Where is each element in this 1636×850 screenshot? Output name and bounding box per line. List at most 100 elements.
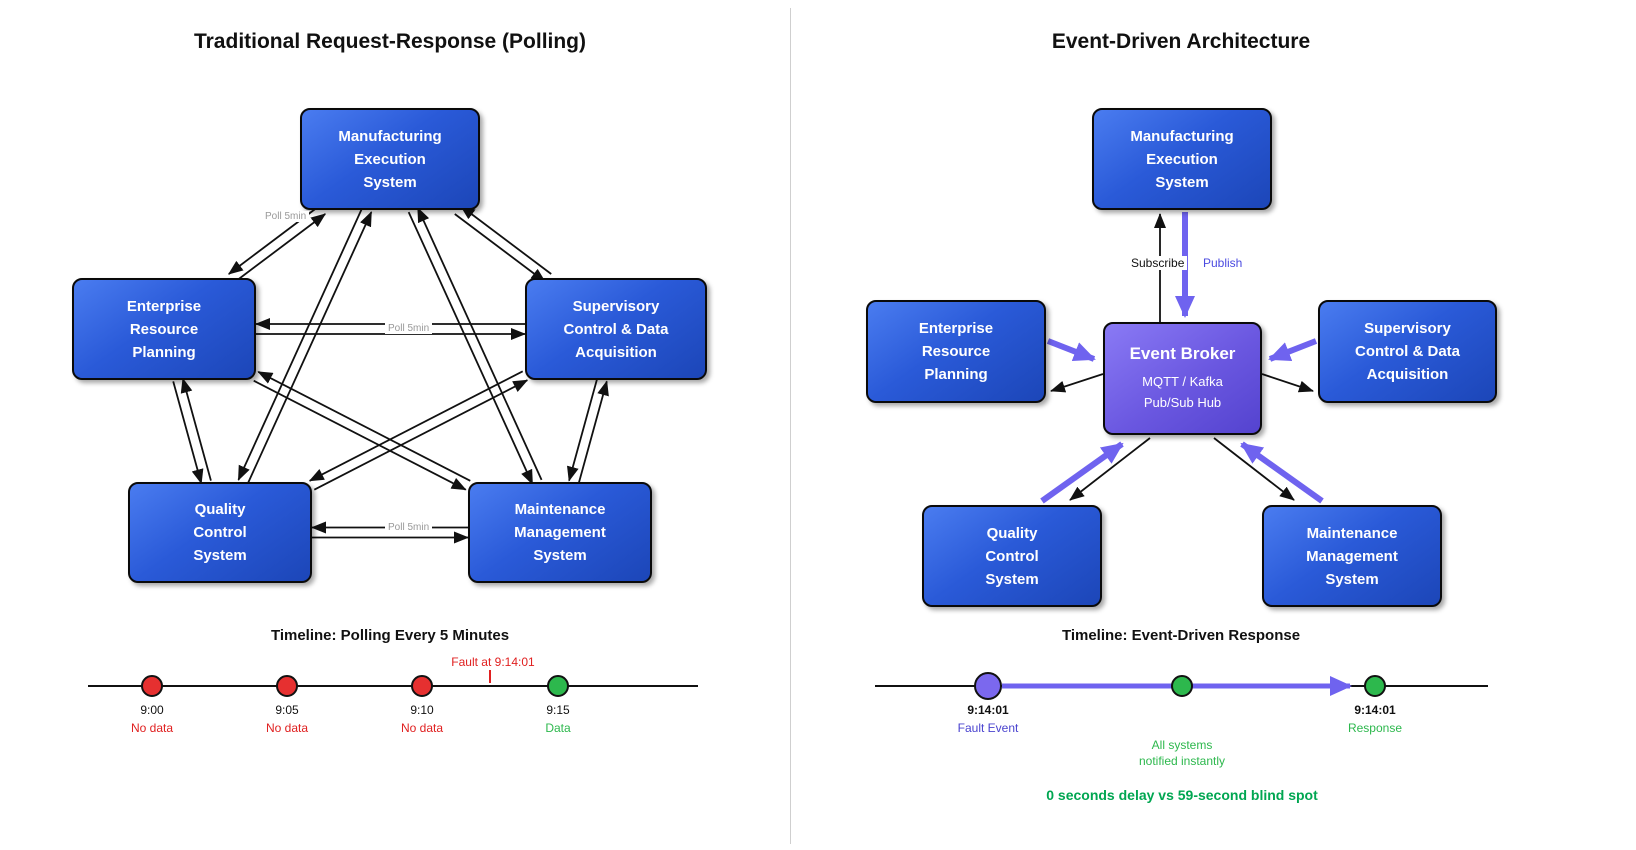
poll-arrow xyxy=(313,379,529,491)
right-panel-title: Event-Driven Architecture xyxy=(1051,30,1311,53)
node-event-broker: Event Broker MQTT / Kafka Pub/Sub Hub xyxy=(1103,322,1262,435)
node-label-line: System xyxy=(193,547,247,564)
node-label-line: System xyxy=(1155,173,1209,191)
broker-subtitle: MQTT / Kafka xyxy=(1142,374,1223,389)
event-timeline-title: Timeline: Event-Driven Response xyxy=(1061,627,1301,644)
poll-arrow xyxy=(253,379,467,491)
node-label-line: Acquisition xyxy=(1366,366,1449,383)
comparison-summary: 0 seconds delay vs 59-second blind spot xyxy=(1046,787,1318,803)
poll-arrow xyxy=(460,205,552,275)
node-label-line: Supervisory xyxy=(1364,320,1451,337)
polling-timeline-title: Timeline: Polling Every 5 Minutes xyxy=(270,627,510,644)
node-mms-left: Maintenance Management System xyxy=(468,482,652,583)
timeline-status: Response xyxy=(1347,721,1403,735)
timeline-dot-900 xyxy=(141,675,163,697)
node-qcs-left: Quality Control System xyxy=(128,482,312,583)
poll-interval-label: Poll 5min xyxy=(262,211,310,222)
broker-title: Event Broker xyxy=(1129,344,1236,363)
node-label-line: Supervisory xyxy=(572,297,660,315)
timeline-time: 9:15 xyxy=(546,703,570,717)
node-label-line: Control xyxy=(985,547,1039,565)
publish-arrow-qcs xyxy=(1040,441,1124,504)
publish-label: Publish xyxy=(1200,256,1246,270)
timeline-dot-910 xyxy=(411,675,433,697)
node-label-line: Execution xyxy=(354,150,426,168)
timeline-time: 9:05 xyxy=(275,703,299,717)
poll-interval-label: Poll 5min xyxy=(385,522,433,533)
node-label-line: Control & Data xyxy=(563,320,669,338)
notify-note-line2: notified instantly xyxy=(1138,754,1226,768)
polling-timeline-graphics xyxy=(88,670,698,687)
poll-arrow xyxy=(416,207,543,481)
publish-arrow-erp xyxy=(1046,338,1096,362)
node-label-line: Manufacturing xyxy=(338,127,442,145)
publish-arrow-mms xyxy=(1240,441,1324,504)
node-erp-right: Enterprise Resource Planning xyxy=(866,300,1046,403)
node-label-line: System xyxy=(363,173,417,191)
notify-note-line1: All systems xyxy=(1151,738,1213,752)
node-label-line: Management xyxy=(514,524,606,541)
timeline-dot-905 xyxy=(276,675,298,697)
node-label-line: Maintenance xyxy=(1306,524,1398,542)
fault-annotation: Fault at 9:14:01 xyxy=(451,655,535,669)
node-mes-right: Manufacturing Execution System xyxy=(1092,108,1272,210)
node-label-line: Control xyxy=(193,524,247,541)
node-label-line: Resource xyxy=(921,343,991,360)
node-label-line: Management xyxy=(1306,547,1398,565)
poll-arrow xyxy=(246,211,373,485)
subscribe-arrow-erp xyxy=(1050,373,1104,393)
poll-arrow xyxy=(407,211,534,485)
timeline-time: 9:14:01 xyxy=(1354,703,1396,717)
node-label-line: Enterprise xyxy=(918,320,994,337)
timeline-time: 9:00 xyxy=(140,703,164,717)
node-label-line: Enterprise xyxy=(126,297,202,315)
timeline-status: Data xyxy=(545,721,571,735)
node-label-line: System xyxy=(985,570,1039,588)
timeline-dot-915 xyxy=(547,675,569,697)
subscribe-arrow-qcs xyxy=(1069,437,1151,501)
node-label-line: Quality xyxy=(986,524,1038,542)
poll-arrow xyxy=(308,370,524,482)
poll-arrow xyxy=(577,380,609,484)
timeline-status: No data xyxy=(400,721,444,735)
timeline-status: Fault Event xyxy=(957,721,1019,735)
node-label-line: Manufacturing xyxy=(1130,127,1234,145)
timeline-status: No data xyxy=(265,721,309,735)
node-label-line: Control & Data xyxy=(1355,343,1460,360)
poll-arrow xyxy=(257,371,471,482)
panel-divider xyxy=(790,8,791,844)
timeline-dot-notify xyxy=(1171,675,1193,697)
node-label-line: System xyxy=(533,547,587,564)
timeline-time: 9:14:01 xyxy=(967,703,1009,717)
node-mes-left: Manufacturing Execution System xyxy=(300,108,480,210)
node-label-line: Quality xyxy=(194,501,246,518)
node-label-line: Execution xyxy=(1146,150,1218,168)
node-scada-right: Supervisory Control & Data Acquisition xyxy=(1318,300,1497,403)
poll-interval-label: Poll 5min xyxy=(385,323,433,334)
left-panel-title: Traditional Request-Response (Polling) xyxy=(193,30,587,53)
node-label-line: Planning xyxy=(924,366,988,383)
node-label-line: Maintenance xyxy=(514,501,606,518)
subscribe-arrow-mms xyxy=(1213,437,1295,501)
timeline-dot-response xyxy=(1364,675,1386,697)
broker-subtitle: Pub/Sub Hub xyxy=(1143,395,1222,410)
poll-arrow xyxy=(172,381,204,485)
poll-arrow xyxy=(454,213,546,283)
node-mms-right: Maintenance Management System xyxy=(1262,505,1442,607)
node-label-line: Acquisition xyxy=(575,343,657,361)
poll-arrow xyxy=(234,213,327,283)
node-erp-left: Enterprise Resource Planning xyxy=(72,278,256,380)
poll-arrow xyxy=(237,207,364,481)
subscribe-arrow-scada xyxy=(1261,373,1314,393)
node-scada-left: Supervisory Control & Data Acquisition xyxy=(525,278,707,380)
timeline-time: 9:10 xyxy=(410,703,434,717)
timeline-status: No data xyxy=(130,721,174,735)
poll-arrow xyxy=(567,378,599,482)
subscribe-label: Subscribe xyxy=(1128,256,1188,270)
node-qcs-right: Quality Control System xyxy=(922,505,1102,607)
publish-arrow-scada xyxy=(1268,338,1318,362)
poll-arrow xyxy=(180,377,212,481)
node-label-line: Planning xyxy=(132,343,196,361)
node-label-line: System xyxy=(1325,570,1379,588)
